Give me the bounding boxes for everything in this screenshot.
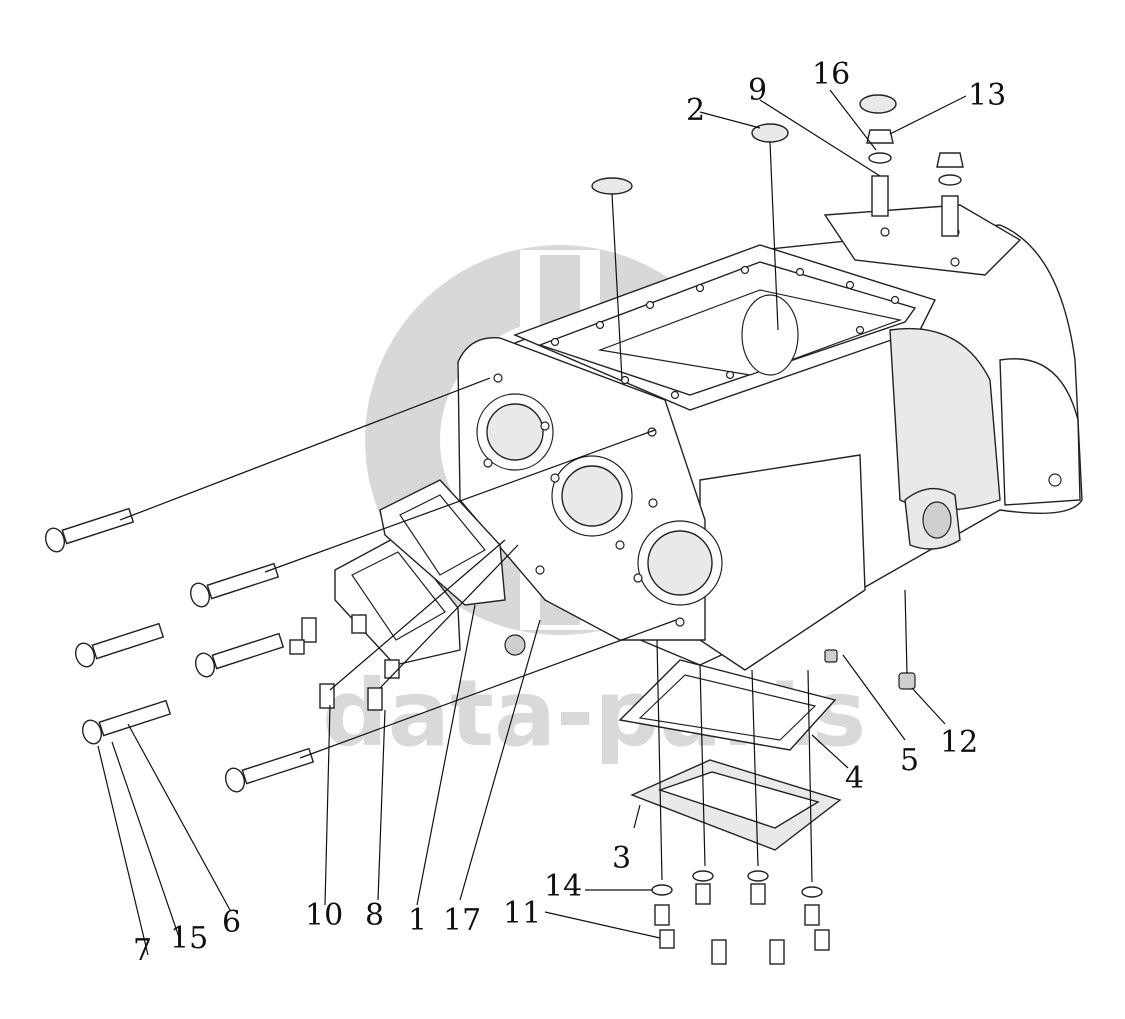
callout-14: 14 bbox=[544, 869, 582, 904]
callout-8: 8 bbox=[365, 898, 384, 933]
callout-11: 11 bbox=[503, 896, 541, 931]
callout-6: 6 bbox=[222, 905, 241, 940]
plug-12 bbox=[898, 672, 916, 690]
callout-16: 16 bbox=[812, 57, 850, 92]
stud-assembly-left bbox=[866, 129, 894, 217]
callout-1: 1 bbox=[408, 903, 427, 938]
callout-4: 4 bbox=[845, 761, 864, 796]
plug-cap-left bbox=[591, 177, 633, 195]
callout-10: 10 bbox=[305, 898, 343, 933]
stud-assembly-right bbox=[936, 152, 964, 237]
plug-cap-right bbox=[859, 94, 897, 114]
leader-lines bbox=[97, 89, 967, 956]
callout-15: 15 bbox=[170, 921, 208, 956]
plug-small bbox=[824, 649, 838, 663]
callout-2: 2 bbox=[686, 93, 705, 128]
callout-17: 17 bbox=[443, 903, 481, 938]
callout-5: 5 bbox=[900, 743, 919, 778]
callout-3: 3 bbox=[612, 841, 631, 876]
small-bolts bbox=[289, 614, 400, 711]
callout-labels: 1 2 3 4 5 6 7 8 9 10 11 12 13 14 15 16 1… bbox=[133, 57, 1006, 968]
gearbox-housing bbox=[457, 204, 1083, 671]
long-bolts bbox=[44, 507, 315, 793]
plug-17 bbox=[504, 634, 526, 656]
callout-12: 12 bbox=[940, 725, 978, 760]
callout-13: 13 bbox=[968, 78, 1006, 113]
callout-9: 9 bbox=[748, 73, 767, 108]
bottom-bolts bbox=[651, 870, 830, 965]
callout-7: 7 bbox=[133, 933, 152, 968]
